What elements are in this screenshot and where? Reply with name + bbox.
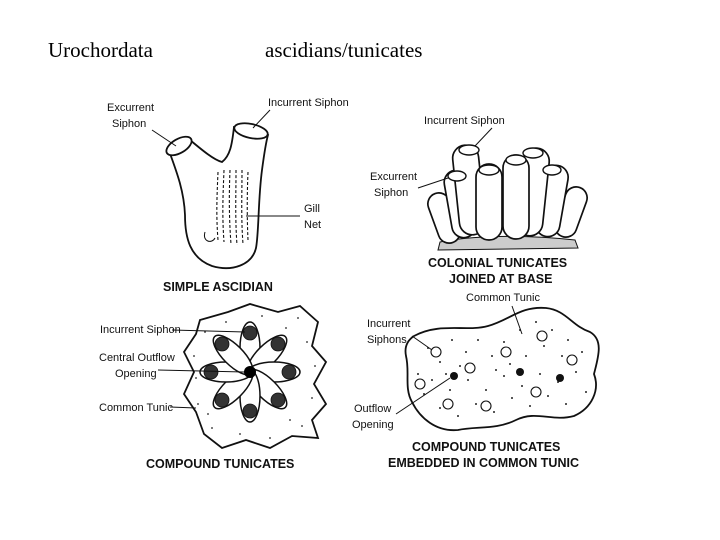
leader-line <box>151 129 177 147</box>
incurrent-siphon-opening <box>242 403 258 419</box>
label-excurrent-siphon-2: Siphon <box>112 118 146 130</box>
leader-line <box>171 329 246 333</box>
simple-ascidian-figure <box>165 122 270 270</box>
leader-line <box>417 177 449 189</box>
label-excurrent-colonial-1: Excurrent <box>370 171 417 183</box>
leader-line <box>511 305 523 335</box>
caption-compound-embedded-2: EMBEDDED IN COMMON TUNIC <box>388 456 579 470</box>
incurrent-siphon-opening <box>281 364 297 380</box>
incurrent-siphon-opening <box>536 330 548 342</box>
label-central-outflow-1: Central Outflow <box>99 352 175 364</box>
label-common-tunic-embedded: Common Tunic <box>466 292 540 304</box>
caption-compound-embedded-1: COMPOUND TUNICATES <box>412 440 560 454</box>
incurrent-siphon-opening <box>442 398 454 410</box>
incurrent-siphon-opening <box>530 386 542 398</box>
incurrent-siphon-opening <box>270 392 286 408</box>
incurrent-siphon-opening <box>414 378 426 390</box>
zooid <box>502 154 530 240</box>
tunic-stipple <box>417 321 587 417</box>
incurrent-siphon-opening <box>242 325 258 341</box>
simple-ascidian-body <box>166 125 270 270</box>
label-excurrent-colonial-2: Siphon <box>374 187 408 199</box>
title-urochordata: Urochordata <box>48 38 153 62</box>
incurrent-siphon-opening <box>270 336 286 352</box>
incurrent-siphon-opening <box>214 392 230 408</box>
label-gill-2: Net <box>304 219 321 231</box>
leader-line <box>411 335 433 351</box>
label-excurrent-siphon-1: Excurrent <box>107 102 154 114</box>
incurrent-siphon-opening <box>566 354 578 366</box>
colonial-siphon-opening <box>478 164 500 176</box>
leader-line <box>169 406 197 409</box>
leader-line <box>252 109 271 129</box>
label-incurrent-siphon-simple: Incurrent Siphon <box>268 97 349 109</box>
label-incurrent-siphon-colonial: Incurrent Siphon <box>424 115 505 127</box>
central-outflow-opening <box>244 366 256 378</box>
colonial-siphon-opening <box>505 154 527 166</box>
caption-colonial-1: COLONIAL TUNICATES <box>428 256 567 270</box>
ascidian-gut <box>203 231 216 242</box>
caption-colonial-2: JOINED AT BASE <box>449 272 553 286</box>
outflow-opening <box>556 374 564 382</box>
incurrent-siphon-opening <box>233 122 269 140</box>
compound-tunicates-embedded-figure <box>404 306 600 431</box>
incurrent-siphon-opening <box>203 364 219 380</box>
incurrent-siphon-opening <box>430 346 442 358</box>
label-gill-1: Gill <box>304 203 320 215</box>
label-outflow-opening-1: Outflow <box>354 403 391 415</box>
colonial-siphon-opening <box>522 147 544 159</box>
compound-tunicates-star-figure <box>182 303 328 450</box>
colonial-siphon-opening <box>458 144 480 156</box>
caption-compound-star: COMPOUND TUNICATES <box>146 457 294 471</box>
incurrent-siphon-opening <box>500 346 512 358</box>
excurrent-siphon-opening <box>165 135 193 157</box>
incurrent-siphon-opening <box>214 336 230 352</box>
incurrent-siphon-opening <box>464 362 476 374</box>
label-incurrent-siphons-1: Incurrent <box>367 318 410 330</box>
leader-line <box>474 127 493 147</box>
label-central-outflow-2: Opening <box>115 368 157 380</box>
tunic-stipple <box>193 315 316 439</box>
common-tunic-embedded <box>404 306 600 431</box>
label-common-tunic-star: Common Tunic <box>99 402 173 414</box>
incurrent-siphon-opening <box>480 400 492 412</box>
gill-net <box>216 169 249 246</box>
label-incurrent-siphon-star: Incurrent Siphon <box>100 324 181 336</box>
colonial-siphon-opening <box>542 164 562 176</box>
leader-line <box>395 377 451 415</box>
zooid <box>475 163 503 241</box>
label-outflow-opening-2: Opening <box>352 419 394 431</box>
colonial-tunicates-figure <box>427 144 588 251</box>
caption-simple-ascidian: SIMPLE ASCIDIAN <box>163 280 273 294</box>
colonial-siphon-opening <box>447 170 467 182</box>
title-ascidians-tunicates: ascidians/tunicates <box>265 38 423 62</box>
outflow-opening <box>450 372 458 380</box>
leader-line <box>157 369 245 373</box>
label-incurrent-siphons-2: Siphons <box>367 334 407 346</box>
outflow-opening <box>516 368 524 376</box>
